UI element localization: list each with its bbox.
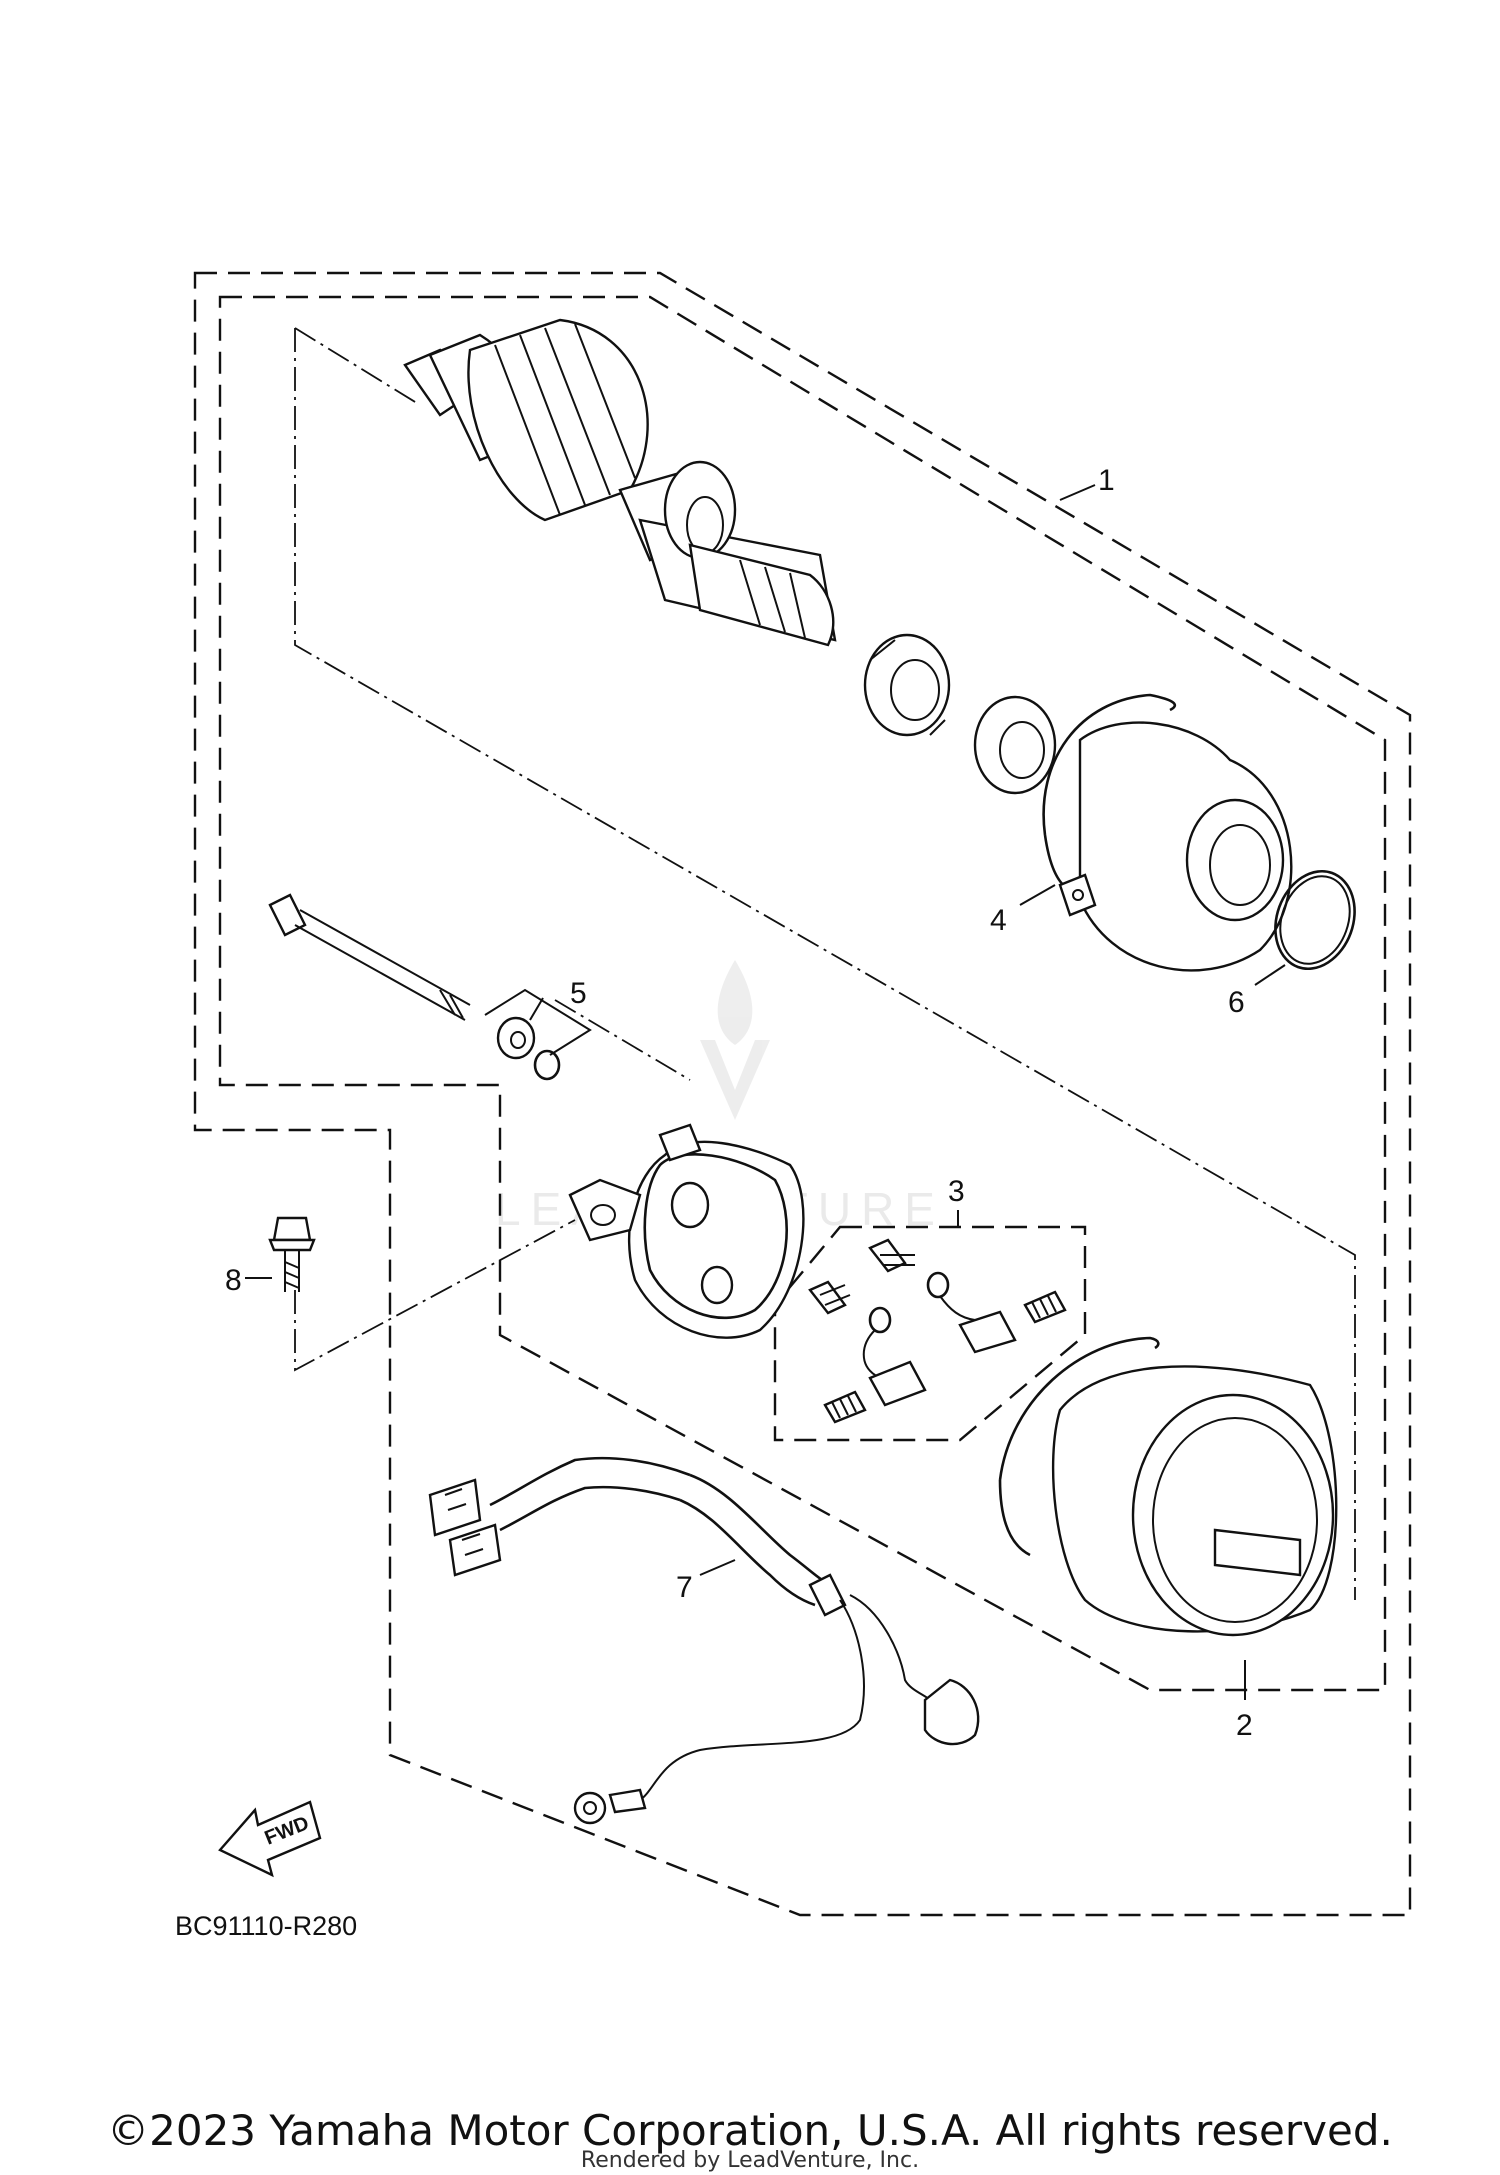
diagram-code: BC91110-R280 xyxy=(175,1911,357,1941)
screw-8 xyxy=(268,1216,316,1292)
yoke-housing xyxy=(998,1336,1338,1637)
bracket-5 xyxy=(484,988,592,1056)
callout-2: 2 xyxy=(1236,1709,1253,1742)
rendered-by-credit: Rendered by LeadVenture, Inc. xyxy=(580,2148,920,2173)
callout-1: 1 xyxy=(1098,464,1115,497)
callout-3: 3 xyxy=(948,1175,965,1208)
assembly-line-screw xyxy=(294,1219,576,1372)
callout-4: 4 xyxy=(990,904,1007,937)
bearing-front xyxy=(863,633,951,737)
front-cover xyxy=(1042,693,1293,972)
group-outline-outer xyxy=(193,271,1412,1917)
o-ring-6 xyxy=(1274,869,1356,971)
callout-6: 6 xyxy=(1228,986,1245,1019)
armature xyxy=(403,318,837,647)
rear-cover xyxy=(568,1123,805,1339)
brush-kit xyxy=(808,1238,1067,1424)
o-ring-small xyxy=(533,1049,561,1081)
oil-seal xyxy=(973,695,1057,795)
callout-8: 8 xyxy=(225,1264,242,1297)
callouts: 1 2 3 4 5 6 7 8 xyxy=(225,464,1253,1742)
group-outline-mid xyxy=(218,295,1387,1692)
group-outline-brush-kit xyxy=(773,1225,1087,1442)
through-bolt xyxy=(268,893,471,1021)
assembly-line-armature xyxy=(294,328,1356,1600)
wire-harness xyxy=(428,1456,980,1825)
washer-5 xyxy=(496,1016,536,1060)
assembly-line-bolt xyxy=(294,327,691,1081)
callout-5: 5 xyxy=(570,977,587,1010)
copyright-notice: ©2023 Yamaha Motor Corporation, U.S.A. A… xyxy=(107,2106,1393,2155)
fwd-arrow-icon: FWD xyxy=(218,1800,322,1878)
callout-7: 7 xyxy=(676,1571,693,1604)
leader-lines xyxy=(245,484,1286,1700)
